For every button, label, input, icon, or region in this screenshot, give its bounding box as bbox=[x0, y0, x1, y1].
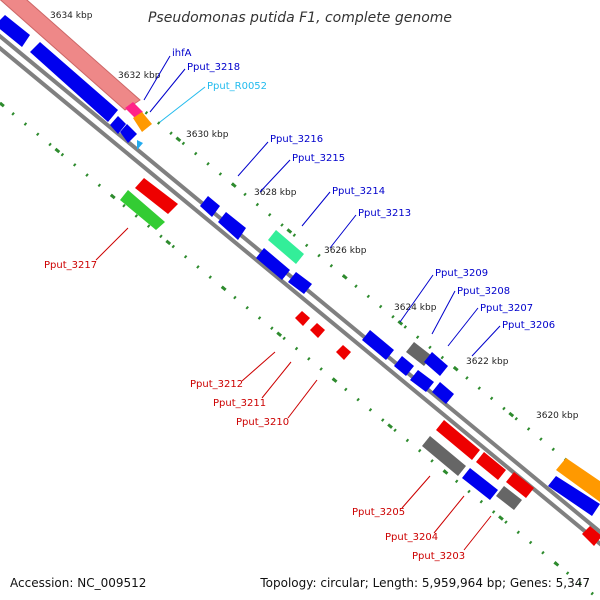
gene-red-3204[interactable] bbox=[476, 452, 506, 480]
leader-lines bbox=[95, 55, 501, 551]
gene-rna-r0052 bbox=[137, 140, 143, 150]
gene-gray-3203[interactable] bbox=[496, 486, 522, 510]
gene-red-3211[interactable] bbox=[310, 323, 325, 338]
gene-label-pput-3211[interactable]: Pput_3211 bbox=[213, 398, 266, 409]
gene-blue-3215[interactable] bbox=[218, 212, 246, 240]
gene-blue-4[interactable] bbox=[120, 124, 137, 143]
gene-blue-3206[interactable] bbox=[432, 382, 454, 404]
gene-orange-right[interactable] bbox=[556, 458, 600, 502]
gene-red-3212[interactable] bbox=[295, 311, 310, 326]
gene-label-pput-3209[interactable]: Pput_3209 bbox=[435, 268, 488, 279]
gene-label-pput-3218[interactable]: Pput_3218 bbox=[187, 62, 240, 73]
tick-track-lower bbox=[0, 101, 600, 600]
gene-label-pput-3216[interactable]: Pput_3216 bbox=[270, 134, 323, 145]
gene-blue-3216[interactable] bbox=[200, 196, 220, 217]
gene-blue-3[interactable] bbox=[110, 116, 126, 134]
gene-label-pput-3206[interactable]: Pput_3206 bbox=[502, 320, 555, 331]
kbp-label-3632: 3632 kbp bbox=[118, 71, 161, 81]
gene-red-right[interactable] bbox=[582, 526, 600, 546]
kbp-label-3624: 3624 kbp bbox=[394, 303, 437, 313]
gene-label-pput-3215[interactable]: Pput_3215 bbox=[292, 153, 345, 164]
gene-label-pput-3213[interactable]: Pput_3213 bbox=[358, 208, 411, 219]
kbp-label-3622: 3622 kbp bbox=[466, 357, 509, 367]
gene-blue-3213a[interactable] bbox=[256, 248, 290, 280]
gene-blue-3207a[interactable] bbox=[394, 356, 414, 376]
gene-red-3217[interactable] bbox=[135, 178, 178, 214]
kbp-label-3630: 3630 kbp bbox=[186, 130, 229, 140]
kbp-label-3628: 3628 kbp bbox=[254, 188, 297, 198]
gene-blue-2[interactable] bbox=[30, 42, 118, 122]
gene-blue-3209[interactable] bbox=[362, 330, 394, 360]
gene-salmon-large[interactable] bbox=[0, 0, 141, 111]
gene-blue-right[interactable] bbox=[548, 476, 600, 516]
gene-gray-3205[interactable] bbox=[422, 436, 466, 476]
gene-label-pput-3210[interactable]: Pput_3210 bbox=[236, 417, 289, 428]
gene-label-pput-3203[interactable]: Pput_3203 bbox=[412, 551, 465, 562]
gene-red-3203[interactable] bbox=[506, 472, 534, 498]
gene-label-ihfa[interactable]: ihfA bbox=[172, 48, 192, 59]
gene-label-pput-3212[interactable]: Pput_3212 bbox=[190, 379, 243, 390]
accession-text: Accession: NC_009512 bbox=[10, 576, 147, 590]
gene-blue-3208[interactable] bbox=[424, 352, 448, 376]
map-title: Pseudomonas putida F1, complete genome bbox=[147, 10, 453, 26]
gene-blue-3204[interactable] bbox=[462, 468, 498, 500]
gene-blue-3213b[interactable] bbox=[288, 272, 312, 294]
kbp-label-3620: 3620 kbp bbox=[536, 411, 579, 421]
kbp-label-3634: 3634 kbp bbox=[50, 11, 93, 21]
gene-label-pput-3207[interactable]: Pput_3207 bbox=[480, 303, 533, 314]
gene-blue-3207b[interactable] bbox=[410, 370, 434, 392]
gene-green-3217[interactable] bbox=[120, 190, 165, 230]
gene-label-pput-3208[interactable]: Pput_3208 bbox=[457, 286, 510, 297]
gene-gray-3208[interactable] bbox=[406, 342, 432, 366]
gene-teal-3214[interactable] bbox=[268, 230, 304, 264]
gene-blue-1[interactable] bbox=[0, 15, 30, 47]
gene-label-pput-3217[interactable]: Pput_3217 bbox=[44, 260, 97, 271]
gene-label-pput-3214[interactable]: Pput_3214 bbox=[332, 186, 385, 197]
gene-label-pput-3205[interactable]: Pput_3205 bbox=[352, 507, 405, 518]
gene-red-3205[interactable] bbox=[436, 420, 480, 460]
gene-red-3210[interactable] bbox=[336, 345, 351, 360]
gene-label-pput-r0052[interactable]: Pput_R0052 bbox=[207, 81, 267, 92]
gene-orange-3218[interactable] bbox=[133, 112, 152, 132]
gene-label-pput-3204[interactable]: Pput_3204 bbox=[385, 532, 438, 543]
topology-text: Topology: circular; Length: 5,959,964 bp… bbox=[260, 576, 590, 590]
gene-pink-ihfa[interactable] bbox=[125, 102, 143, 118]
backbone-line-inner bbox=[0, 45, 600, 547]
kbp-label-3626: 3626 kbp bbox=[324, 246, 367, 256]
